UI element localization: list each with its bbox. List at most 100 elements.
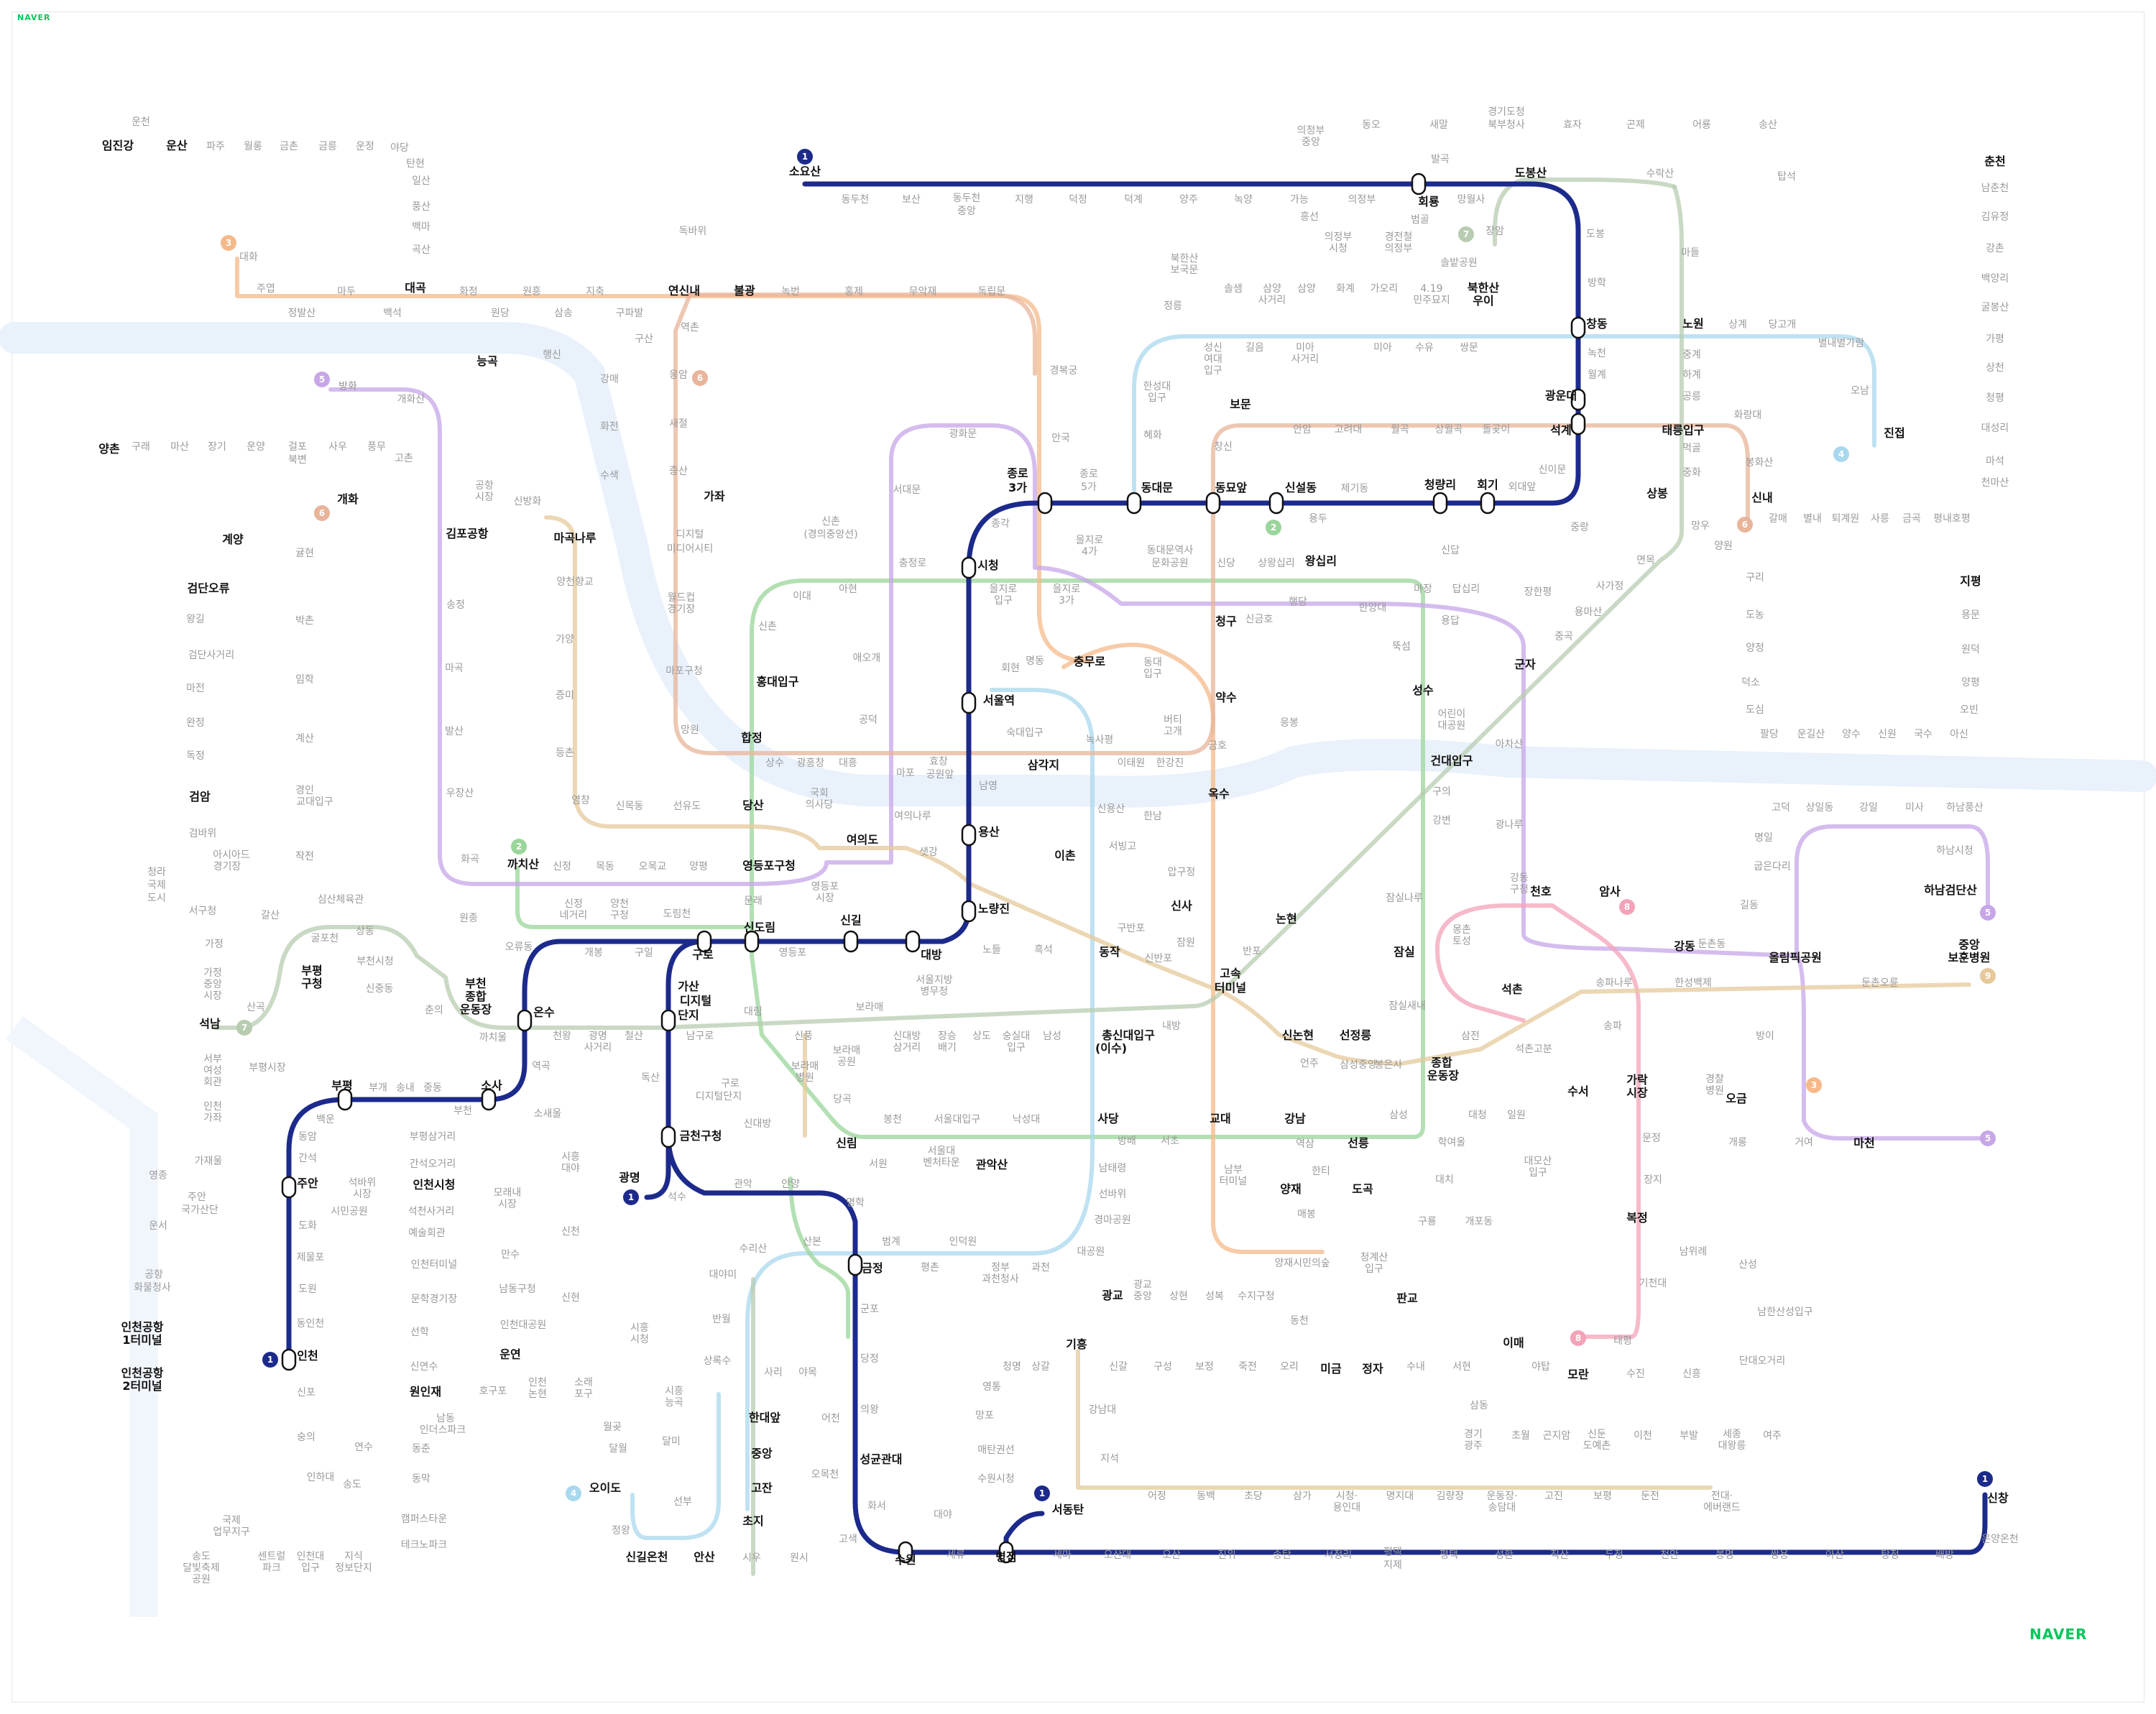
station-label[interactable]: 춘천 — [1984, 155, 2005, 168]
station-label[interactable]: 공릉 — [1682, 391, 1701, 402]
station-label[interactable]: 신논현 — [1282, 1028, 1314, 1042]
station-label[interactable]: 개봉 — [584, 947, 603, 959]
station-label[interactable]: 송담대 — [1488, 1502, 1516, 1513]
station-label[interactable]: 숭실대 — [1003, 1031, 1031, 1042]
station-label[interactable]: 도원 — [298, 1284, 317, 1295]
station-label[interactable]: 가좌 — [203, 1112, 222, 1124]
station-label[interactable]: 삼성 — [1389, 1110, 1408, 1121]
station-label[interactable]: 아신 — [1950, 729, 1968, 740]
station-label[interactable]: 금릉 — [318, 141, 337, 152]
station-label[interactable]: 노량진 — [978, 902, 1010, 916]
station-label[interactable]: 운서 — [149, 1220, 167, 1232]
station-label[interactable]: 신창 — [1987, 1491, 2009, 1505]
station-label[interactable]: 북부청사 — [1488, 119, 1525, 131]
station-label[interactable]: 하계 — [1682, 369, 1701, 381]
station-label[interactable]: 수리산 — [740, 1243, 768, 1255]
station-marker[interactable] — [281, 1176, 297, 1199]
station-label[interactable]: 상봉 — [1646, 487, 1668, 500]
station-label[interactable]: 이촌 — [1054, 849, 1076, 862]
station-label[interactable]: 구청 — [610, 910, 629, 921]
station-label[interactable]: 가오리 — [1370, 283, 1399, 295]
station-label[interactable]: 녹양 — [1234, 194, 1253, 206]
station-label[interactable]: 중계 — [1682, 349, 1701, 361]
station-label[interactable]: 장지 — [1644, 1174, 1662, 1186]
station-label[interactable]: 성환 — [1495, 1549, 1514, 1561]
station-label[interactable]: 전대· — [1711, 1490, 1733, 1502]
station-label[interactable]: 영종 — [149, 1170, 167, 1181]
station-label[interactable]: 천호 — [1530, 885, 1552, 898]
station-label[interactable]: 기천대 — [1639, 1278, 1667, 1289]
station-label[interactable]: 미디어시티 — [667, 543, 713, 555]
station-label[interactable]: 종합 — [465, 990, 487, 1003]
station-label[interactable]: 완정 — [186, 717, 205, 729]
station-label[interactable]: 녹번 — [781, 286, 800, 298]
station-label[interactable]: 대방 — [921, 948, 942, 962]
station-label[interactable]: 삼송 — [554, 308, 573, 319]
station-label[interactable]: 가좌 — [704, 489, 725, 503]
station-label[interactable]: 시장 — [475, 492, 494, 503]
station-label[interactable]: 운길산 — [1797, 729, 1825, 740]
station-label[interactable]: 송도 — [343, 1479, 361, 1490]
station-label[interactable]: 중랑 — [1570, 522, 1589, 533]
station-label[interactable]: 토성 — [1452, 936, 1471, 947]
station-label[interactable]: 야목 — [798, 1367, 817, 1378]
station-label[interactable]: 오리 — [1280, 1361, 1299, 1373]
station-label[interactable]: 북한산 — [1468, 281, 1499, 295]
station-label[interactable]: 부천 — [465, 977, 486, 990]
station-label[interactable]: 강변 — [1432, 815, 1451, 826]
station-label[interactable]: 가능 — [1290, 194, 1309, 206]
station-label[interactable]: 가재울 — [195, 1156, 223, 1167]
station-label[interactable]: 강매 — [600, 374, 619, 385]
station-label[interactable]: 김유정 — [1981, 211, 2009, 223]
station-label[interactable]: 경기장 — [213, 861, 241, 872]
station-label[interactable]: 탄현 — [406, 158, 425, 170]
station-marker[interactable] — [1570, 388, 1586, 411]
station-label[interactable]: 개포동 — [1465, 1216, 1493, 1227]
station-label[interactable]: 강동 — [1510, 872, 1529, 884]
station-label[interactable]: 북변 — [288, 454, 307, 466]
station-label[interactable]: 천안 — [1660, 1549, 1679, 1561]
station-label[interactable]: 풍산 — [412, 201, 430, 213]
station-label[interactable]: 상현 — [1169, 1291, 1188, 1302]
station-label[interactable]: 월곡 — [1391, 424, 1409, 436]
station-label[interactable]: 파크 — [262, 1562, 281, 1574]
station-label[interactable]: 공항 — [475, 480, 494, 492]
station-label[interactable]: 평택 — [1383, 1547, 1402, 1558]
station-label[interactable]: 파주 — [206, 141, 225, 152]
station-label[interactable]: 선부 — [673, 1496, 692, 1508]
station-label[interactable]: 사우 — [328, 441, 347, 453]
station-label[interactable]: 회룡 — [1418, 195, 1439, 208]
station-label[interactable]: 상수 — [765, 757, 784, 769]
station-label[interactable]: 수내 — [1406, 1361, 1425, 1373]
station-label[interactable]: 대치 — [1435, 1174, 1454, 1186]
station-label[interactable]: 화곡 — [461, 854, 479, 865]
station-label[interactable]: 증산 — [669, 466, 688, 477]
station-label[interactable]: 수원시청 — [977, 1473, 1015, 1485]
station-label[interactable]: 교대 — [1210, 1112, 1230, 1125]
station-label[interactable]: 명학 — [846, 1197, 865, 1209]
station-label[interactable]: 부발 — [1680, 1430, 1698, 1442]
station-label[interactable]: 선바위 — [1099, 1189, 1127, 1200]
station-label[interactable]: 보정 — [1195, 1361, 1214, 1373]
station-label[interactable]: 쌍용 — [1770, 1549, 1789, 1561]
station-label[interactable]: 김포공항 — [446, 527, 489, 540]
station-label[interactable]: 아시아드 — [213, 849, 250, 861]
station-label[interactable]: 청구 — [1215, 614, 1237, 628]
station-label[interactable]: 입구 — [1148, 392, 1166, 404]
station-label[interactable]: 인천시청 — [413, 1178, 456, 1192]
station-label[interactable]: 부개 — [369, 1082, 387, 1094]
station-label[interactable]: 양재시민의숲 — [1274, 1258, 1330, 1269]
station-label[interactable]: 가정 — [205, 939, 224, 950]
station-label[interactable]: 공덕 — [859, 714, 877, 726]
station-label[interactable]: 동오 — [1362, 119, 1381, 131]
station-label[interactable]: 석바위 — [349, 1177, 377, 1189]
station-label[interactable]: 정자 — [1362, 1362, 1383, 1376]
station-label[interactable]: 거여 — [1795, 1137, 1813, 1148]
station-label[interactable]: 상동 — [356, 926, 374, 937]
station-label[interactable]: 장승 — [938, 1031, 957, 1042]
station-label[interactable]: 팔당 — [1760, 729, 1779, 740]
station-marker[interactable] — [481, 1088, 497, 1111]
station-label[interactable]: 방이 — [1756, 1031, 1774, 1042]
station-label[interactable]: 부평삼거리 — [410, 1131, 456, 1143]
station-label[interactable]: 상왕십리 — [1258, 558, 1295, 569]
